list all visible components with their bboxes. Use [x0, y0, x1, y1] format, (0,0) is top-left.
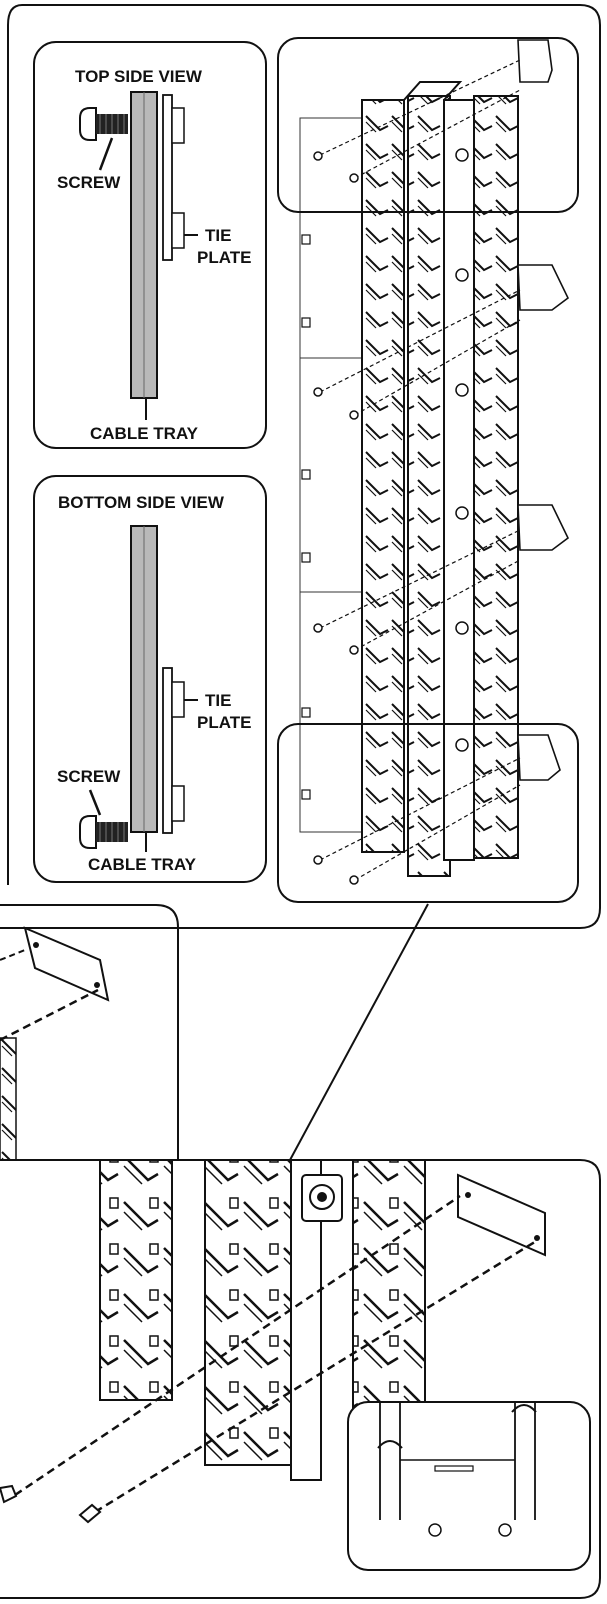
bottom-screw-label: SCREW: [57, 767, 121, 786]
top-tray-label: CABLE TRAY: [90, 424, 199, 443]
cable-manager-icon: [299, 81, 519, 877]
tie-plate-icon: [517, 39, 570, 781]
bottom-side-view-panel: BOTTOM SIDE VIEW TIE PLATE SCREW CABLE T…: [33, 475, 267, 883]
bottom-view-title: BOTTOM SIDE VIEW: [58, 493, 225, 512]
top-tie-label: TIE: [205, 226, 231, 245]
top-side-view-panel: TOP SIDE VIEW SCREW TIE PLATE CABLE TRAY: [33, 41, 267, 449]
mount-bracket-icon: [301, 1174, 343, 1222]
screw-icon: [79, 815, 128, 849]
top-view-title: TOP SIDE VIEW: [75, 67, 203, 86]
top-screw-label: SCREW: [57, 173, 121, 192]
tie-plate-icon: [162, 94, 185, 261]
screw-icon: [313, 151, 359, 885]
bottom-plate-label: PLATE: [197, 713, 251, 732]
inset-detail: [347, 1401, 591, 1571]
main-frame-left-edge: [7, 4, 23, 885]
screw-icon: [0, 1484, 102, 1524]
bottom-tray-label: CABLE TRAY: [88, 855, 197, 874]
tie-plate-icon: [162, 667, 185, 834]
screw-icon: [79, 107, 128, 141]
callout-top: [277, 37, 579, 213]
screw-path-lines: [319, 59, 521, 881]
callout-bottom: [277, 723, 579, 903]
top-plate-label: PLATE: [197, 248, 251, 267]
bottom-tie-label: TIE: [205, 691, 231, 710]
left-detail-panel: [0, 904, 179, 1161]
bottom-detail-panel: [0, 1159, 601, 1599]
tie-plate-icon: [457, 1173, 546, 1257]
main-frame: [0, 4, 601, 929]
